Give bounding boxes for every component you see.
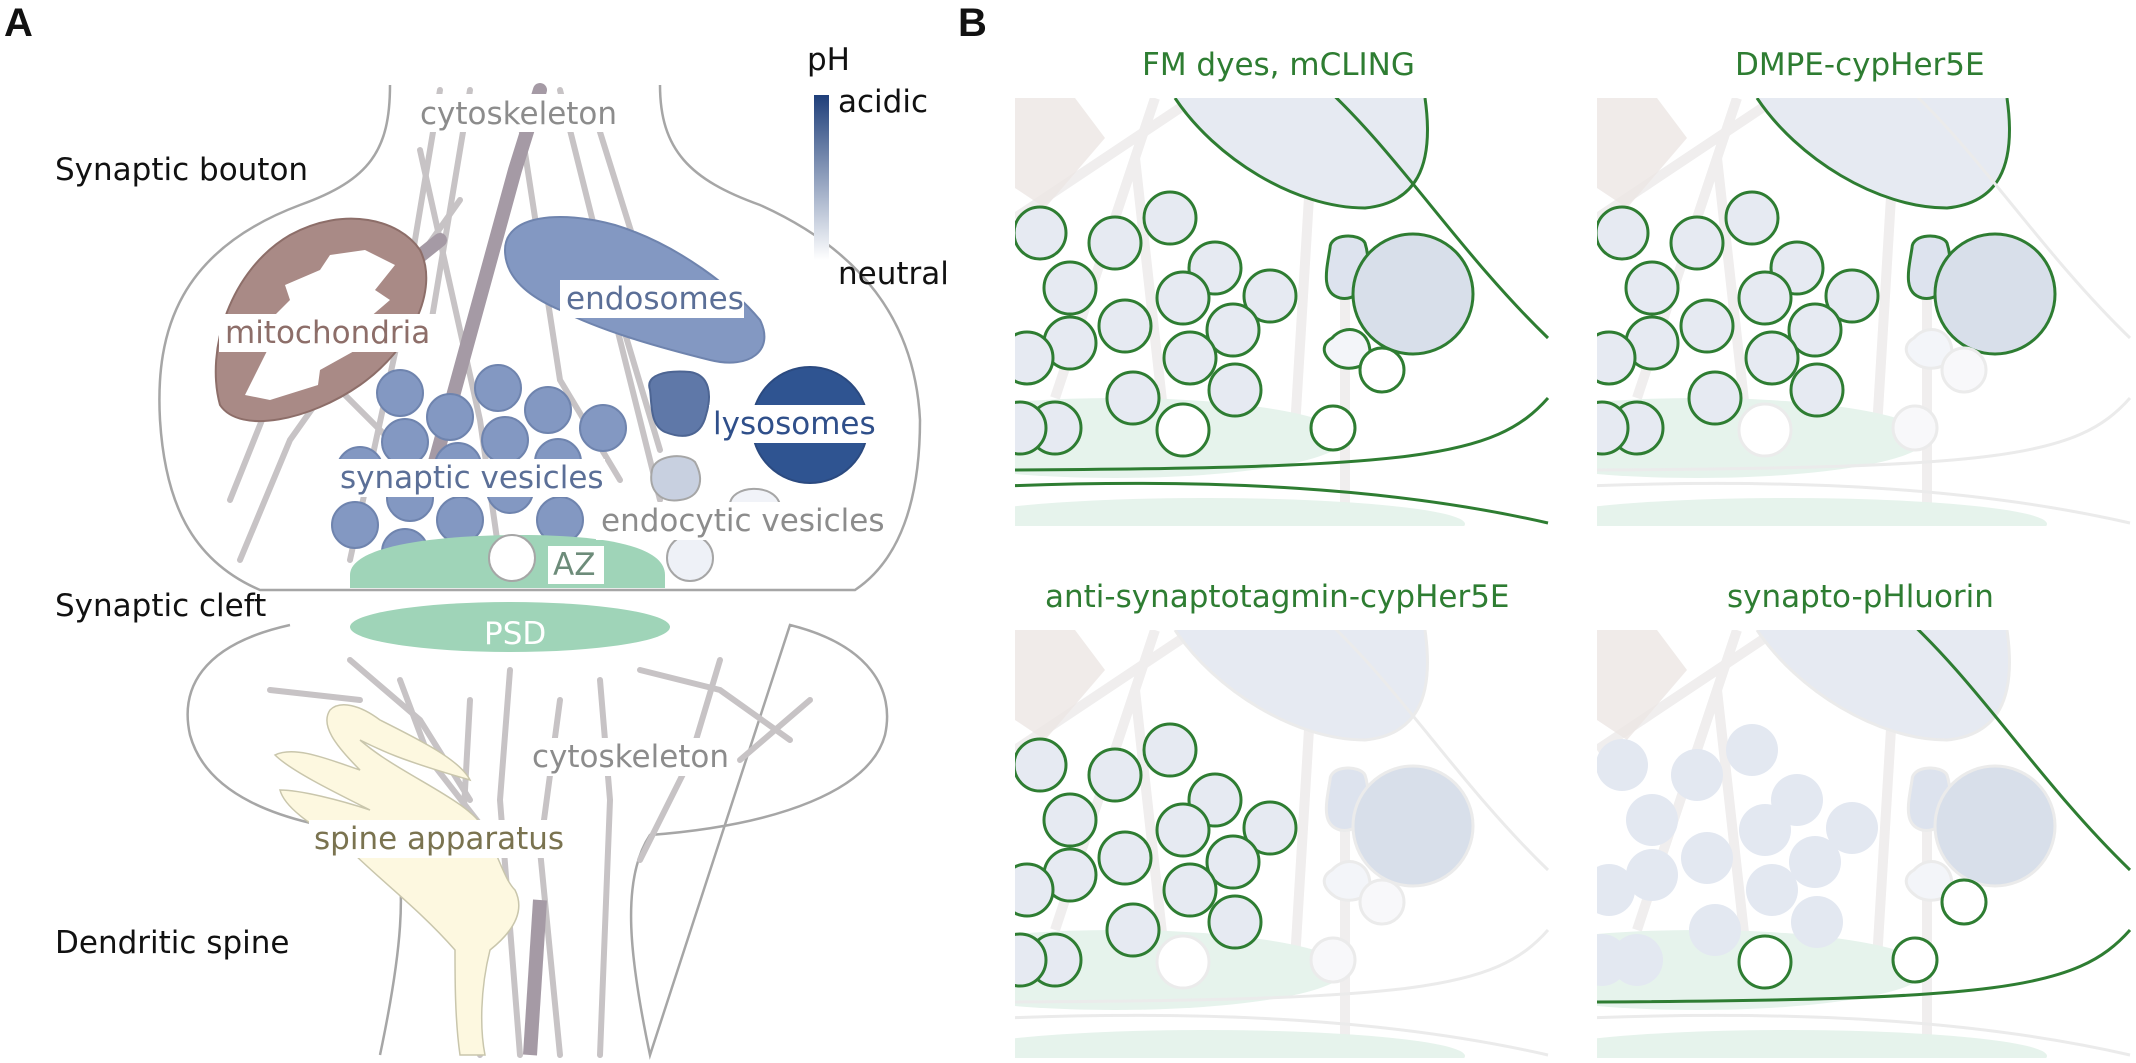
subpanel-1	[1015, 98, 1550, 550]
subpanel-2	[1597, 98, 2132, 550]
psd	[350, 602, 670, 652]
label-mitochondria: mitochondria	[225, 315, 430, 351]
cytoskeleton-bundle-spine	[523, 899, 547, 1056]
ph-acidic-label: acidic	[838, 84, 928, 120]
organelle-labels: cytoskeleton mitochondria endosomes lyso…	[219, 94, 884, 858]
label-cytoskeleton-top: cytoskeleton	[420, 96, 617, 132]
ph-title: pH	[807, 42, 850, 78]
subpanel-title-2: DMPE-cypHer5E	[1735, 47, 1985, 83]
label-synaptic-vesicles: synaptic vesicles	[340, 460, 604, 496]
label-lysosomes: lysosomes	[713, 406, 876, 442]
region-label-spine: Dendritic spine	[55, 925, 289, 961]
label-cytoskeleton-bottom: cytoskeleton	[532, 739, 729, 775]
label-endocytic-vesicles: endocytic vesicles	[601, 503, 884, 539]
panel-label-b: B	[958, 1, 987, 45]
fusing-vesicle	[488, 534, 536, 582]
late-endosome	[648, 370, 710, 437]
panel-label-a: A	[4, 1, 33, 45]
endocytic-vesicle-3	[666, 534, 714, 582]
label-az: AZ	[553, 547, 595, 583]
subpanel-3	[1015, 630, 1550, 1063]
bouton-outline	[158, 84, 922, 592]
label-spine-apparatus: spine apparatus	[314, 821, 564, 857]
spine-apparatus	[273, 704, 520, 1056]
label-psd: PSD	[484, 616, 546, 652]
region-label-bouton: Synaptic bouton	[55, 152, 308, 188]
region-label-cleft: Synaptic cleft	[55, 588, 266, 624]
subpanel-title-4: synapto-pHluorin	[1727, 579, 1994, 615]
endocytic-vesicle-1	[650, 455, 701, 502]
ph-neutral-label: neutral	[838, 256, 949, 292]
subpanel-title-1: FM dyes, mCLING	[1142, 47, 1415, 83]
subpanel-title-3: anti-synaptotagmin-cypHer5E	[1045, 579, 1510, 615]
ph-scale-bar	[814, 95, 829, 260]
subpanel-4	[1597, 630, 2132, 1063]
label-endosomes: endosomes	[566, 281, 744, 317]
spine-outline	[186, 623, 889, 1060]
